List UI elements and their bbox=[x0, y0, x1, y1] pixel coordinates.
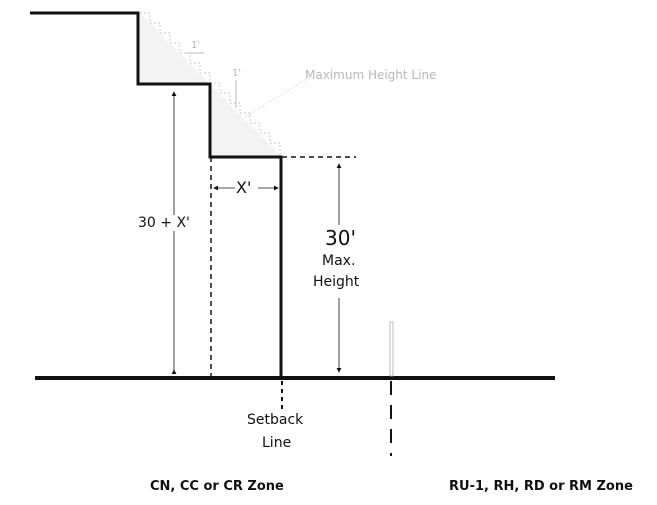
thirty-plus-x-label: 30 + X' bbox=[138, 215, 190, 231]
fence-post bbox=[389, 321, 394, 377]
thirty-label: 30' bbox=[325, 226, 356, 250]
left-zone-label: CN, CC or CR Zone bbox=[150, 479, 284, 494]
step-rise-label: 1' bbox=[232, 68, 242, 79]
max-label: Max. bbox=[322, 253, 356, 269]
building-profile bbox=[30, 11, 283, 378]
height-label: Height bbox=[313, 274, 360, 290]
setback-line-label: Line bbox=[262, 435, 292, 451]
right-zone-label: RU-1, RH, RD or RM Zone bbox=[449, 479, 633, 494]
x-prime-label: X' bbox=[236, 178, 252, 197]
callout-leader bbox=[244, 79, 306, 118]
max-height-line-label: Maximum Height Line bbox=[305, 68, 437, 82]
setback-label: Setback bbox=[247, 412, 304, 428]
step-run-label: 1' bbox=[191, 40, 201, 51]
max-height-shading bbox=[137, 13, 282, 157]
